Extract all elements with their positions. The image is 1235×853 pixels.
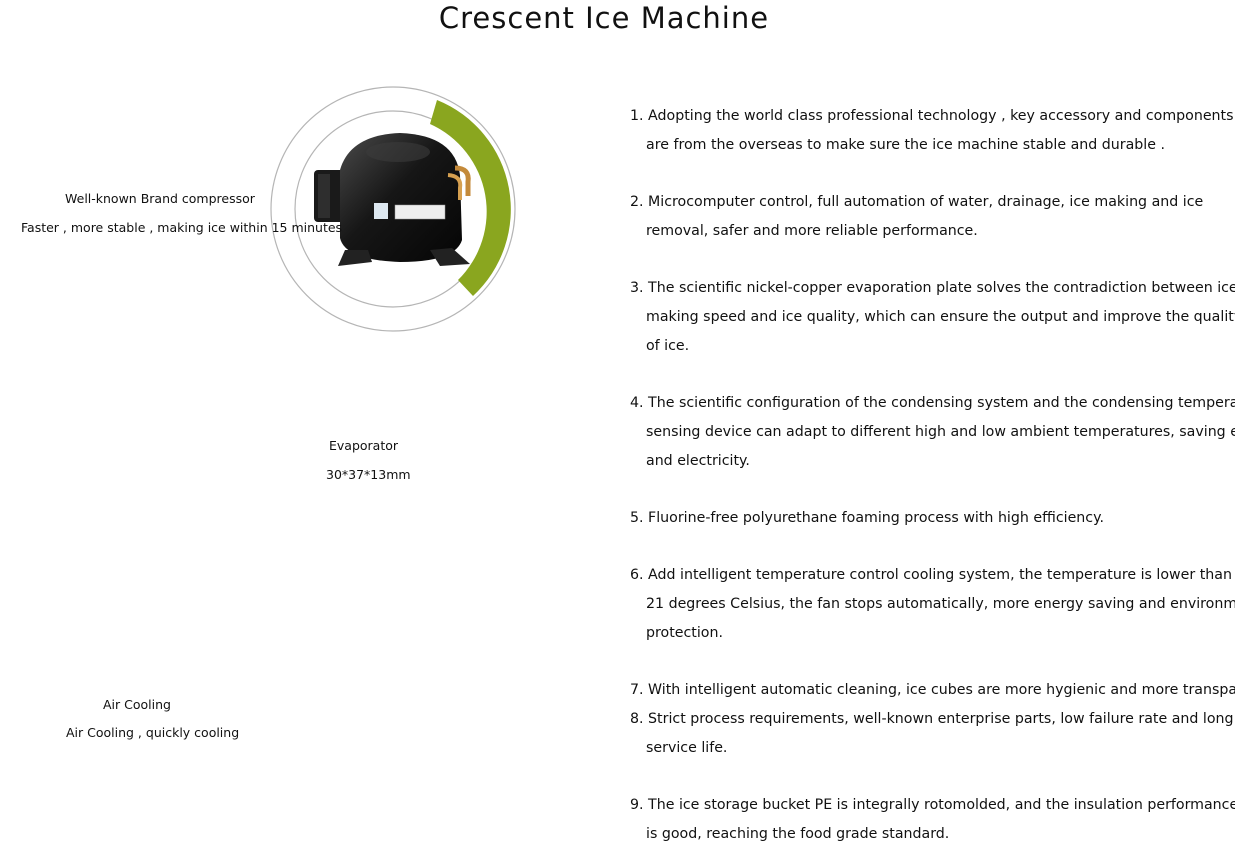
feature-line: service life. [646, 740, 728, 756]
feature-item: 2. Microcomputer control, full automatio… [630, 188, 1230, 246]
feature-line: making speed and ice quality, which can … [646, 309, 1235, 325]
compressor-accent-arc [430, 100, 511, 296]
compressor-label: Well-known Brand compressor [65, 191, 255, 206]
feature-item: 7. With intelligent automatic cleaning, … [630, 676, 1235, 705]
feature-line: 4. The scientific configuration of the c… [630, 395, 1235, 411]
feature-line: 2. Microcomputer control, full automatio… [630, 194, 1204, 210]
feature-line: 21 degrees Celsius, the fan stops automa… [646, 596, 1235, 612]
feature-line: protection. [646, 625, 723, 641]
feature-line: 7. With intelligent automatic cleaning, … [630, 682, 1235, 698]
feature-line: 1. Adopting the world class professional… [630, 108, 1234, 124]
feature-item: 9. The ice storage bucket PE is integral… [630, 791, 1235, 849]
compressor-image [314, 133, 471, 266]
feature-item: 3. The scientific nickel-copper evaporat… [630, 274, 1235, 361]
feature-line: is good, reaching the food grade standar… [646, 826, 950, 842]
feature-line: 5. Fluorine-free polyurethane foaming pr… [630, 510, 1104, 526]
feature-item: 6. Add intelligent temperature control c… [630, 561, 1235, 648]
feature-line: are from the overseas to make sure the i… [646, 137, 1165, 153]
feature-line: 9. The ice storage bucket PE is integral… [630, 797, 1235, 813]
feature-line: 8. Strict process requirements, well-kno… [630, 711, 1234, 727]
feature-item: 5. Fluorine-free polyurethane foaming pr… [630, 504, 1230, 533]
air-cooling-description: Air Cooling , quickly cooling [66, 725, 240, 740]
evaporator-label: Evaporator [329, 438, 399, 453]
feature-line: of ice. [646, 338, 690, 354]
feature-item: 4. The scientific configuration of the c… [630, 389, 1235, 476]
feature-line: 6. Add intelligent temperature control c… [630, 567, 1232, 583]
air-cooling-label: Air Cooling [103, 697, 171, 712]
feature-item: 8. Strict process requirements, well-kno… [630, 705, 1234, 763]
compressor-ring [270, 86, 516, 332]
evaporator-description: 30*37*13mm [326, 467, 411, 482]
compressor-description: Faster , more stable , making ice within… [21, 220, 343, 235]
feature-line: removal, safer and more reliable perform… [646, 223, 978, 239]
page-title: Crescent Ice Machine [438, 1, 770, 35]
feature-item: 1. Adopting the world class professional… [630, 102, 1234, 160]
feature-line: and electricity. [646, 453, 750, 469]
feature-line: sensing device can adapt to different hi… [646, 424, 1235, 440]
feature-line: 3. The scientific nickel-copper evaporat… [630, 280, 1235, 296]
